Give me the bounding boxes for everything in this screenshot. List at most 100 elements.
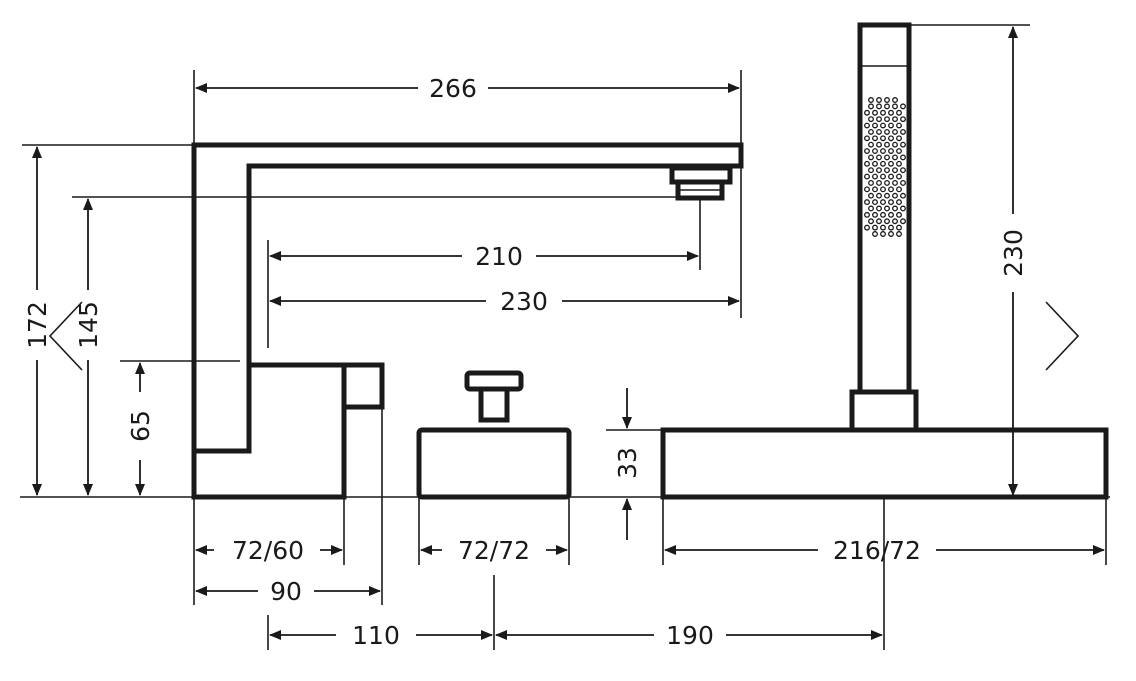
nozzle xyxy=(892,205,898,212)
dim-spacing-valve-shower: 190 xyxy=(666,621,714,650)
nozzle xyxy=(884,192,890,199)
nozzle xyxy=(880,160,886,167)
nozzle xyxy=(884,103,890,110)
nozzle xyxy=(896,148,902,154)
dim-shower-base-height: 33 xyxy=(613,447,642,479)
nozzle xyxy=(868,192,874,199)
nozzle xyxy=(888,135,894,142)
nozzle xyxy=(864,109,870,116)
nozzle xyxy=(900,154,906,161)
nozzle xyxy=(892,97,898,103)
nozzle xyxy=(872,173,878,180)
nozzle xyxy=(880,224,886,231)
nozzle xyxy=(872,199,878,206)
nozzle xyxy=(864,173,870,180)
nozzle xyxy=(884,116,890,123)
shower-nozzles xyxy=(864,97,906,237)
nozzle xyxy=(880,135,886,142)
nozzle xyxy=(868,141,874,148)
chevron-left-icon[interactable] xyxy=(48,301,83,371)
nozzle xyxy=(876,180,882,186)
nozzle xyxy=(868,154,874,161)
nozzle xyxy=(880,109,886,116)
dim-spout-reach-outlet: 210 xyxy=(475,242,523,271)
nozzle xyxy=(888,224,894,231)
nozzle xyxy=(872,160,878,167)
nozzle xyxy=(880,173,886,180)
chevron-right-icon[interactable] xyxy=(1045,301,1080,371)
nozzle xyxy=(900,180,906,186)
nozzle xyxy=(896,173,902,180)
nozzle xyxy=(896,199,902,206)
nozzle xyxy=(900,218,906,225)
nozzle xyxy=(900,103,906,110)
nozzle xyxy=(896,186,902,193)
nozzle xyxy=(876,205,882,212)
dim-overall-length: 266 xyxy=(429,74,477,103)
nozzle xyxy=(884,180,890,186)
nozzle xyxy=(876,167,882,174)
dim-spout-reach: 230 xyxy=(500,287,548,316)
nozzle xyxy=(888,231,894,237)
nozzle xyxy=(872,224,878,231)
diverter-valve xyxy=(416,370,572,500)
bath-spout xyxy=(191,142,744,500)
nozzle xyxy=(880,122,886,129)
nozzle xyxy=(900,116,906,123)
nozzle xyxy=(892,128,898,135)
nozzle xyxy=(888,109,894,116)
nozzle xyxy=(872,148,878,154)
nozzle xyxy=(864,186,870,193)
nozzle xyxy=(884,205,890,212)
nozzle xyxy=(888,122,894,129)
nozzle xyxy=(892,180,898,186)
nozzle xyxy=(896,122,902,129)
nozzle xyxy=(876,218,882,225)
nozzle xyxy=(884,154,890,161)
nozzle xyxy=(872,135,878,142)
nozzle xyxy=(868,116,874,123)
dim-overall-height: 172 xyxy=(23,301,52,349)
nozzle xyxy=(896,224,902,231)
nozzle xyxy=(864,199,870,206)
dim-spout-depth: 90 xyxy=(270,577,302,606)
nozzle xyxy=(876,97,882,103)
nozzle xyxy=(864,160,870,167)
nozzle xyxy=(884,167,890,174)
nozzle xyxy=(872,109,878,116)
nozzle xyxy=(896,231,902,237)
nozzle xyxy=(872,122,878,129)
dimension-labels: 266 210 230 172 145 65 72/60 90 110 72/7… xyxy=(23,74,1028,650)
nozzle xyxy=(888,160,894,167)
nozzle xyxy=(864,135,870,142)
hand-shower-set xyxy=(660,22,1109,500)
dim-spacing-spout-valve: 110 xyxy=(352,621,400,650)
nozzle xyxy=(868,128,874,135)
dim-spout-base: 72/60 xyxy=(232,536,304,565)
nozzle xyxy=(888,211,894,218)
nozzle xyxy=(900,205,906,212)
nozzle xyxy=(876,128,882,135)
nozzle xyxy=(892,141,898,148)
nozzle xyxy=(876,116,882,123)
nozzle xyxy=(900,192,906,199)
nozzle xyxy=(892,218,898,225)
nozzle xyxy=(872,186,878,193)
nozzle xyxy=(884,128,890,135)
nozzle xyxy=(888,148,894,154)
nozzle xyxy=(880,211,886,218)
dimension-lines xyxy=(32,26,1105,640)
nozzle xyxy=(896,160,902,167)
nozzle xyxy=(900,141,906,148)
nozzle xyxy=(880,199,886,206)
nozzle xyxy=(868,205,874,212)
nozzle xyxy=(876,192,882,199)
nozzle xyxy=(868,180,874,186)
nozzle xyxy=(876,154,882,161)
nozzle xyxy=(868,218,874,225)
nozzle xyxy=(864,122,870,129)
nozzle xyxy=(872,211,878,218)
nozzle xyxy=(892,103,898,110)
nozzle xyxy=(884,141,890,148)
